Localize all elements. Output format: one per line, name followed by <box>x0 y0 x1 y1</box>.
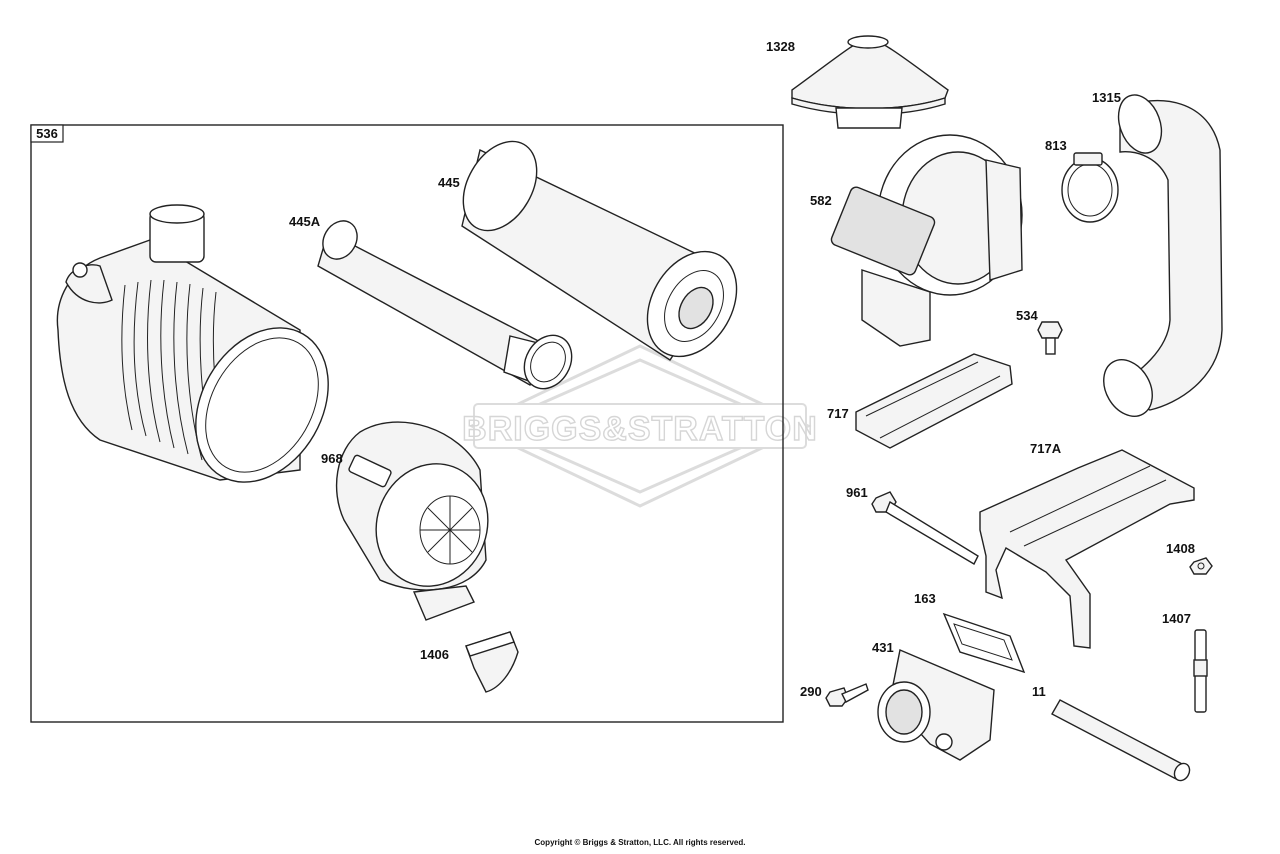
gasket-163-part <box>942 612 1026 674</box>
group-label-536: 536 <box>36 126 58 141</box>
label-part-445A: 445A <box>289 214 321 229</box>
tube-11-part <box>1051 699 1191 782</box>
label-part-813: 813 <box>1045 138 1067 153</box>
elbow-hose-1315-part <box>1103 94 1223 417</box>
label-part-961: 961 <box>846 485 868 500</box>
nut-1408-part <box>1189 557 1213 575</box>
bolt-961-part <box>871 491 979 565</box>
vacuator-valve-1406-part <box>465 631 519 693</box>
inner-filter-445A-part <box>317 220 573 390</box>
hose-clamp-813-part <box>1061 152 1119 223</box>
stud-1407-part <box>1193 629 1208 713</box>
watermark-logo: BRIGGS&STRATTON <box>461 344 818 508</box>
copyright-notice: Copyright © Briggs & Stratton, LLC. All … <box>534 838 746 847</box>
air-cleaner-housing-part <box>56 204 329 483</box>
label-part-968: 968 <box>321 451 343 466</box>
label-part-1315: 1315 <box>1092 90 1121 105</box>
screw-290-part <box>825 683 869 707</box>
outer-filter-445-part <box>461 140 738 361</box>
bracket-717A-part <box>979 449 1195 649</box>
precleaner-cap-1328-part <box>791 35 949 129</box>
label-part-1406: 1406 <box>420 647 449 662</box>
label-part-1408: 1408 <box>1166 541 1195 556</box>
label-part-431: 431 <box>872 640 894 655</box>
mounting-band-582-part <box>830 134 1023 347</box>
cover-968-part <box>335 421 489 621</box>
bracket-717-part <box>855 353 1013 449</box>
label-part-163: 163 <box>914 591 936 606</box>
label-part-534: 534 <box>1016 308 1038 323</box>
group-box-536 <box>30 124 784 723</box>
label-part-1407: 1407 <box>1162 611 1191 626</box>
throttle-body-431-part <box>877 649 995 761</box>
label-part-1328: 1328 <box>766 39 795 54</box>
label-part-445: 445 <box>438 175 460 190</box>
label-part-717A: 717A <box>1030 441 1062 456</box>
label-part-290: 290 <box>800 684 822 699</box>
watermark-text: BRIGGS&STRATTON <box>462 410 818 448</box>
group-label-box <box>30 124 64 143</box>
label-part-582: 582 <box>810 193 832 208</box>
label-part-11: 11 <box>1032 684 1046 699</box>
screw-534-part <box>1037 321 1063 355</box>
label-part-717: 717 <box>827 406 849 421</box>
